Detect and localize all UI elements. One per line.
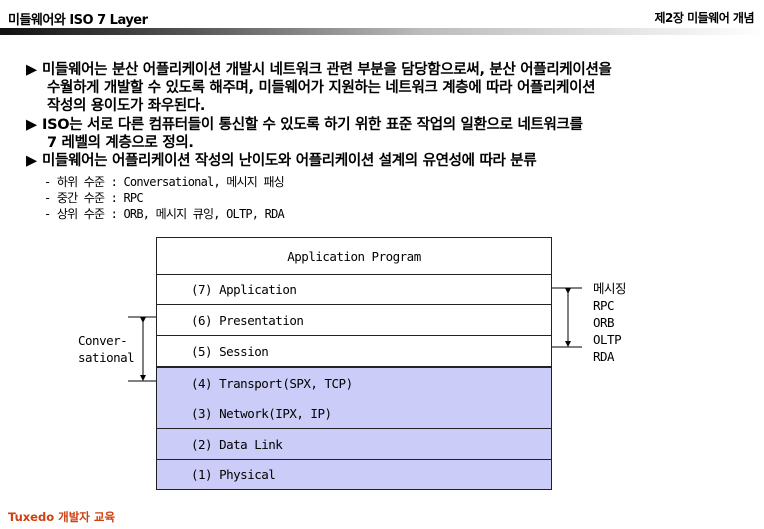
layer-2: (2) Data Link — [156, 429, 552, 460]
label-line: RDA — [593, 349, 615, 364]
bullet-2: ▶ ISO는 서로 다른 컴퓨터들이 통신할 수 있도록 하기 위한 표준 작업의… — [26, 116, 583, 134]
bullet-text: 미들웨어는 분산 어플리케이션 개발시 네트워크 관련 부분을 담당함으로써, … — [42, 62, 612, 78]
bullet-text: ISO는 서로 다른 컴퓨터들이 통신할 수 있도록 하기 위한 표준 작업의 … — [42, 117, 583, 133]
row-label: (5) Session — [191, 343, 269, 359]
label-line: RPC — [593, 298, 615, 313]
layer-7: (7) Application — [156, 274, 552, 305]
bullet-1-line-2: 수월하게 개발할 수 있도록 해주며, 미들웨어가 지원하는 네트워크 계층에 … — [47, 80, 596, 96]
layer-1: (1) Physical — [156, 460, 552, 490]
triangle-bullet-icon: ▶ — [26, 62, 37, 78]
bullet-2-line-2: 7 레벨의 계층으로 정의. — [47, 135, 194, 151]
label-line: Conver- — [78, 333, 128, 348]
label-line: ORB — [593, 315, 615, 330]
sub-item-mid: - 중간 수준 : RPC — [44, 191, 144, 205]
middleware-types-label: 메시징 RPC ORB OLTP RDA — [593, 280, 627, 365]
row-label: Application Program — [287, 248, 421, 264]
triangle-bullet-icon: ▶ — [26, 153, 37, 169]
layer-5: (5) Session — [156, 336, 552, 367]
bullet-1-line-3: 작성의 용이도가 좌우된다. — [47, 98, 206, 114]
triangle-bullet-icon: ▶ — [26, 117, 37, 133]
conversational-bracket — [128, 316, 156, 382]
bullet-1: ▶ 미들웨어는 분산 어플리케이션 개발시 네트워크 관련 부분을 담당함으로써,… — [26, 61, 612, 79]
bullet-3: ▶ 미들웨어는 어플리케이션 작성의 난이도와 어플리케이션 설계의 유연성에 따… — [26, 152, 537, 170]
label-line: OLTP — [593, 332, 622, 347]
layer-6: (6) Presentation — [156, 305, 552, 336]
chapter-label: 제2장 미들웨어 개념 — [654, 11, 754, 25]
application-program-row: Application Program — [156, 237, 552, 275]
layer-3: (3) Network(IPX, IP) — [156, 398, 552, 429]
conversational-label: Conver- sational — [78, 332, 135, 366]
row-label: (6) Presentation — [191, 312, 304, 328]
sub-item-low: - 하위 수준 : Conversational, 메시지 패싱 — [44, 175, 285, 189]
row-label: (7) Application — [191, 281, 297, 297]
messaging-bracket — [552, 287, 582, 348]
footer-label: Tuxedo 개발자 교육 — [8, 510, 116, 524]
row-label: (3) Network(IPX, IP) — [191, 405, 332, 421]
header-gradient-bar — [0, 28, 764, 35]
label-line: sational — [78, 350, 135, 365]
label-line: 메시징 — [593, 281, 627, 296]
row-label: (2) Data Link — [191, 436, 283, 452]
slide-title: 미들웨어와 ISO 7 Layer — [8, 13, 148, 28]
layer-4: (4) Transport(SPX, TCP) — [156, 367, 552, 399]
row-label: (1) Physical — [191, 467, 276, 482]
sub-item-high: - 상위 수준 : ORB, 메시지 큐잉, OLTP, RDA — [44, 207, 285, 221]
row-label: (4) Transport(SPX, TCP) — [191, 375, 353, 391]
bullet-text: 미들웨어는 어플리케이션 작성의 난이도와 어플리케이션 설계의 유연성에 따라… — [42, 153, 537, 169]
